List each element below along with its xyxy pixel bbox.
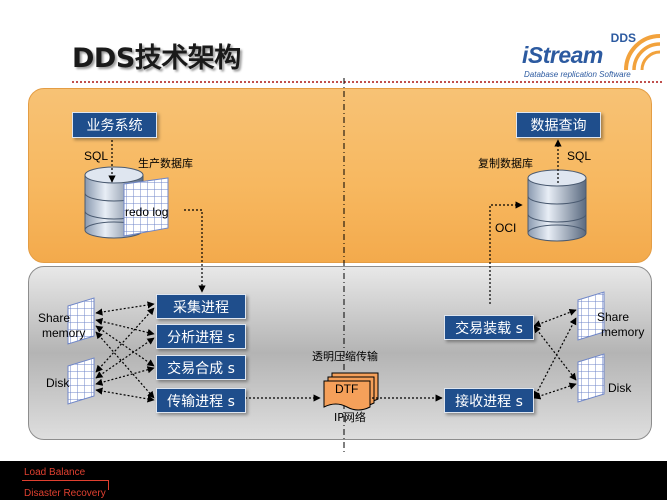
share-memory-right-label-1: Share — [597, 310, 630, 324]
logo-arcs-icon — [624, 34, 661, 71]
transfer-process-box: 传输进程 s — [156, 388, 246, 413]
redo-log-label: redo log — [125, 205, 169, 219]
business-system-box: 业务系统 — [72, 112, 157, 138]
transaction-compose-box: 交易合成 s — [156, 355, 246, 380]
sql-label-right: SQL — [567, 149, 592, 163]
logo-dds-text: DDS — [610, 31, 636, 45]
data-query-box: 数据查询 — [516, 112, 601, 138]
disk-left-label: Disk — [46, 376, 70, 390]
page-title: DDS技术架构 — [72, 43, 241, 74]
sql-label-left: SQL — [84, 149, 109, 163]
disk-right-icon — [577, 353, 605, 403]
footer-divider — [22, 480, 109, 490]
footer-disaster-recovery: Disaster Recovery — [24, 488, 106, 499]
share-memory-right-label-2: memory — [601, 325, 645, 339]
disk-left-icon — [67, 357, 95, 405]
oci-label: OCI — [495, 221, 517, 235]
production-db-label: 生产数据库 — [138, 157, 193, 170]
logo-tagline: Database replication Software — [524, 70, 631, 79]
transfer-label: 透明压缩传输 — [312, 350, 378, 363]
disk-right-label: Disk — [608, 381, 632, 395]
share-memory-right-icon — [577, 291, 605, 341]
capture-process-box: 采集进程 — [156, 294, 246, 319]
share-memory-left-icon — [67, 297, 95, 345]
dtf-label: DTF — [335, 382, 359, 396]
ip-network-label: IP网络 — [334, 411, 366, 424]
receive-process-box: 接收进程 s — [444, 388, 534, 413]
dotted-connectors — [95, 139, 577, 403]
replica-db-label: 复制数据库 — [478, 157, 533, 170]
logo-wordmark: iStream — [522, 42, 603, 68]
share-memory-left-label-1: Share — [38, 311, 71, 325]
footer-bar: Load Balance Disaster Recovery — [0, 461, 667, 500]
istream-logo: DDS iStream Database replication Softwar… — [518, 30, 664, 80]
share-memory-left-label-2: memory — [42, 326, 86, 340]
replica-database-icon — [527, 169, 587, 242]
footer-load-balance: Load Balance — [24, 467, 86, 478]
title-divider — [72, 81, 662, 83]
transaction-load-box: 交易装载 s — [444, 315, 534, 340]
dtf-file-icon — [323, 372, 379, 411]
analyze-process-box: 分析进程 s — [156, 324, 246, 349]
redo-log-icon — [123, 177, 169, 237]
